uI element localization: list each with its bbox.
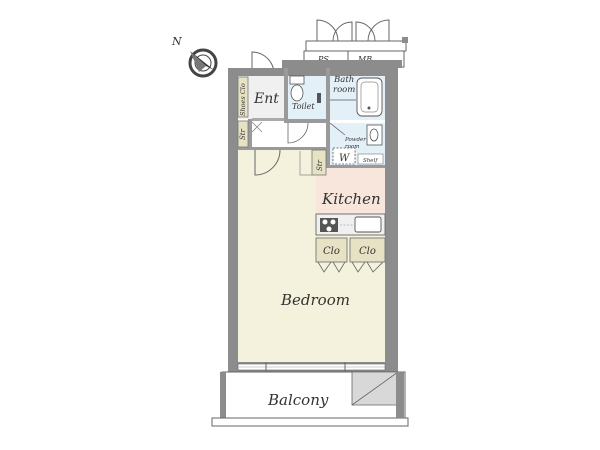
washer-label: W	[339, 153, 350, 164]
storage-door-icon	[251, 121, 263, 133]
exterior-walls	[228, 60, 402, 372]
shoes-closet-label: Shoes Clo	[239, 83, 247, 116]
compass-icon: N	[171, 35, 218, 78]
shoes-closet	[237, 76, 249, 118]
shelf-label: Shelf	[363, 158, 378, 164]
storage-left-label: Str	[239, 128, 247, 140]
bath-label-1: Bath	[333, 75, 354, 85]
interior-walls	[238, 68, 385, 168]
entrance-step	[252, 118, 284, 121]
kitchen-label: Kitchen	[321, 190, 381, 208]
storage-mid-label: Str	[316, 159, 324, 171]
balcony-window	[228, 362, 398, 372]
powder-label-1: Powder	[344, 137, 366, 143]
bath-label-2: room	[333, 85, 355, 95]
sink-icon	[366, 124, 383, 146]
mb-label: MB	[357, 55, 372, 64]
toilet-door-icon	[287, 122, 309, 144]
powder-door-icon	[329, 122, 346, 136]
closet-right	[349, 237, 386, 263]
storage-mid	[311, 149, 327, 176]
ps-label: PS	[317, 55, 329, 64]
closet-right-label: Clo	[359, 246, 376, 257]
powder-label-2: room	[345, 144, 359, 150]
kitchen-floor	[316, 165, 385, 215]
kitchen-counter	[315, 213, 386, 236]
ent-label: Ent	[253, 91, 279, 107]
toilet-label: Toilet	[292, 102, 315, 111]
storage-left	[237, 120, 249, 148]
balcony	[211, 371, 409, 427]
bedroom-label: Bedroom	[280, 291, 350, 309]
closet-left-label: Clo	[323, 246, 340, 257]
bedroom-door-icon	[254, 149, 281, 176]
shelf	[357, 153, 384, 165]
washer-space	[332, 147, 356, 165]
bathtub-fixture	[356, 77, 383, 117]
ps-mb-area: PS MB	[303, 19, 408, 68]
balcony-label: Balcony	[267, 391, 329, 409]
north-label: N	[171, 35, 182, 48]
toilet-fixture	[289, 75, 321, 103]
closet-left	[315, 237, 348, 263]
closet-doors-icon	[317, 261, 384, 273]
